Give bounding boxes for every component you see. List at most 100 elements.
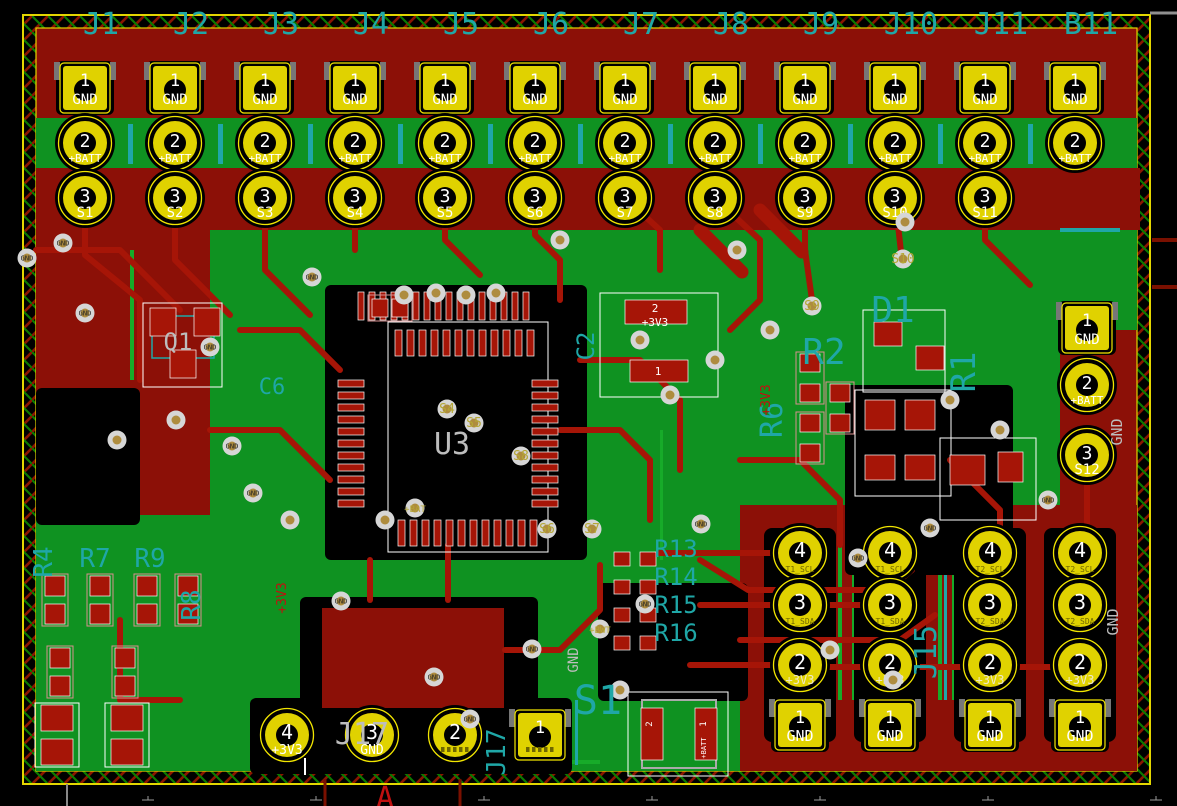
smd-pad[interactable] <box>873 321 903 347</box>
smd-pad[interactable] <box>177 603 199 625</box>
smd-pad[interactable] <box>409 519 418 547</box>
designator-J5[interactable]: J5 <box>443 7 479 42</box>
smd-pad[interactable] <box>799 413 821 433</box>
smd-pad[interactable] <box>694 707 718 761</box>
smd-pad[interactable] <box>40 738 74 766</box>
smd-pad[interactable] <box>337 391 365 400</box>
smd-pad[interactable] <box>412 291 420 321</box>
via[interactable] <box>940 390 960 410</box>
via[interactable] <box>394 285 414 305</box>
footprint-courtyard[interactable] <box>142 302 223 388</box>
footprint-courtyard[interactable] <box>862 309 946 393</box>
smd-pad[interactable] <box>531 415 559 424</box>
smd-pad[interactable] <box>531 427 559 436</box>
pad-J17-1[interactable]: 1 <box>509 708 571 762</box>
smd-pad[interactable] <box>337 451 365 460</box>
smd-pad[interactable] <box>799 443 821 463</box>
via-gnd[interactable]: GND <box>1038 490 1058 510</box>
footprint-courtyard[interactable] <box>367 294 413 322</box>
smd-pad[interactable] <box>613 551 631 567</box>
pad-J4-2[interactable]: 2+BATT <box>325 113 385 173</box>
smd-pad[interactable] <box>421 519 430 547</box>
smd-pad[interactable] <box>531 379 559 388</box>
smd-pad[interactable] <box>799 383 821 403</box>
smd-pad[interactable] <box>136 603 158 625</box>
via-gnd[interactable]: GND <box>17 248 37 268</box>
smd-pad[interactable] <box>629 359 689 383</box>
smd-pad[interactable] <box>397 519 406 547</box>
smd-pad[interactable] <box>49 675 71 697</box>
smd-pad[interactable] <box>529 519 538 547</box>
designator-J2[interactable]: J2 <box>173 7 209 42</box>
smd-pad[interactable] <box>89 575 111 597</box>
smd-pad[interactable] <box>169 349 197 379</box>
smd-pad[interactable] <box>829 383 851 403</box>
pad-grid-4-2[interactable]: 4T2_SCL <box>960 523 1020 583</box>
via-s10[interactable]: S10 <box>891 249 915 269</box>
footprint-courtyard[interactable] <box>795 411 825 465</box>
top-trace[interactable] <box>207 427 333 483</box>
smd-pad[interactable] <box>481 519 490 547</box>
smd-pad[interactable] <box>613 635 631 651</box>
pad-grid-4-1[interactable]: 4T1_SCL <box>860 523 920 583</box>
smd-pad[interactable] <box>114 647 136 669</box>
silk-label-S1[interactable]: S1 <box>574 678 622 724</box>
smd-pad[interactable] <box>430 329 439 357</box>
pad-J2-2[interactable]: 2+BATT <box>145 113 205 173</box>
pad-J17-4[interactable]: 4+3V3 <box>257 705 317 765</box>
pad-grid-4-3[interactable]: 4T2_SCL <box>1050 523 1110 583</box>
pad-J1-2[interactable]: 2+BATT <box>55 113 115 173</box>
smd-pad[interactable] <box>829 413 851 433</box>
footprint-courtyard[interactable] <box>825 381 855 435</box>
footprint-courtyard[interactable] <box>111 645 139 699</box>
via-gnd[interactable]: GND <box>243 483 263 503</box>
top-trace[interactable] <box>712 195 763 333</box>
pad-J6-3[interactable]: 3S6 <box>505 168 565 228</box>
smd-pad[interactable] <box>177 575 199 597</box>
designator-J3[interactable]: J3 <box>263 7 299 42</box>
smd-pad[interactable] <box>337 475 365 484</box>
silk-label-C2[interactable]: C2 <box>572 332 600 361</box>
smd-pad[interactable] <box>357 291 365 321</box>
via-s4[interactable]: S4 <box>437 399 457 419</box>
smd-pad[interactable] <box>457 519 466 547</box>
smd-pad[interactable] <box>493 519 502 547</box>
footprint-courtyard[interactable] <box>795 351 825 405</box>
footprint-courtyard[interactable] <box>86 573 114 627</box>
pad-right-2[interactable]: 2+BATT <box>1057 355 1117 415</box>
smd-pad[interactable] <box>514 329 523 357</box>
smd-pad[interactable] <box>517 519 526 547</box>
pad-J3-3[interactable]: 3S3 <box>235 168 295 228</box>
pad-grid-3-0[interactable]: 3T1_SDA <box>770 575 830 635</box>
smd-pad[interactable] <box>337 379 365 388</box>
pad-grid-2-2[interactable]: 2+3V3 <box>960 635 1020 695</box>
smd-pad[interactable] <box>371 298 389 318</box>
silk-label-R8[interactable]: R8 <box>177 589 207 620</box>
smd-pad[interactable] <box>624 299 688 325</box>
pad-grid-4-0[interactable]: 4T1_SCL <box>770 523 830 583</box>
via[interactable] <box>630 330 650 350</box>
via-s8[interactable]: S8 <box>511 446 531 466</box>
via-gnd[interactable]: GND <box>75 303 95 323</box>
silk-label-C6[interactable]: C6 <box>259 375 286 400</box>
pad-J2-3[interactable]: 3S2 <box>145 168 205 228</box>
footprint-courtyard[interactable] <box>627 691 729 777</box>
top-trace[interactable] <box>117 617 183 703</box>
via-s7[interactable]: S7 <box>582 519 602 539</box>
smd-pad[interactable] <box>640 707 664 761</box>
smd-pad[interactable] <box>406 329 415 357</box>
silk-label-+3V3[interactable]: +3V3 <box>759 384 774 415</box>
footprint-courtyard[interactable] <box>46 645 74 699</box>
smd-pad[interactable] <box>466 329 475 357</box>
via-gnd[interactable]: GND <box>53 233 73 253</box>
smd-pad[interactable] <box>40 704 74 732</box>
designator-B11[interactable]: B11 <box>1064 7 1118 42</box>
